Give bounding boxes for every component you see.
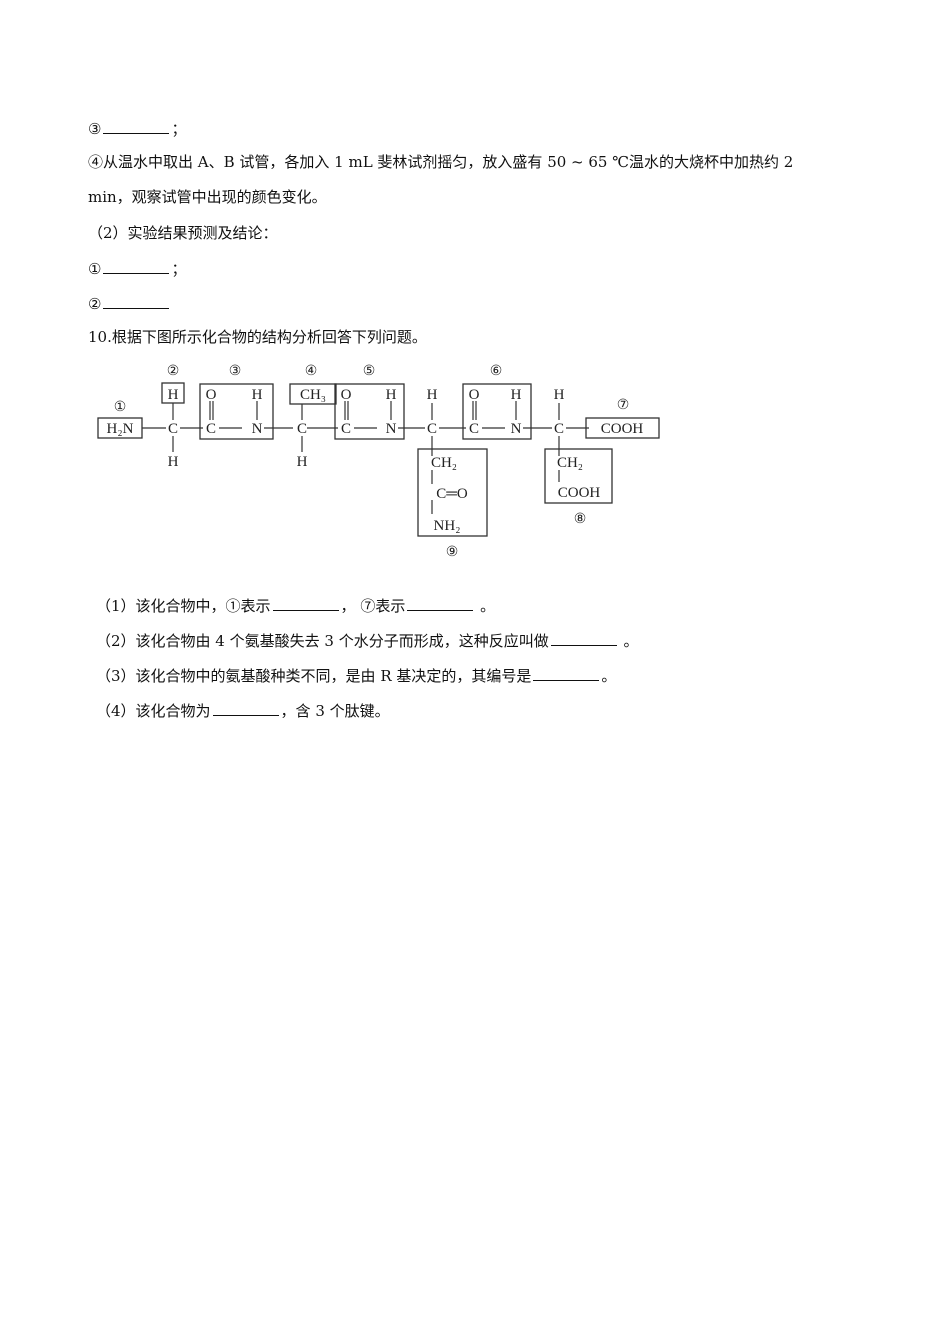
atom-o: O xyxy=(341,387,352,403)
answer-blank[interactable] xyxy=(103,118,170,134)
atom-h: H xyxy=(511,387,522,403)
atom-h: H xyxy=(168,387,179,403)
atom-n: N xyxy=(252,421,263,437)
label-5: ⑤ xyxy=(363,364,376,379)
label-7: ⑦ xyxy=(617,398,630,413)
atom-c: C xyxy=(297,421,307,437)
atom-n: N xyxy=(511,421,522,437)
box-r-group-4 xyxy=(544,448,613,504)
result2-prefix: ② xyxy=(88,295,102,313)
label-1: ① xyxy=(114,400,127,415)
atom-c: C xyxy=(206,421,216,437)
box-r-group-2 xyxy=(289,383,337,405)
box-r-group-3 xyxy=(417,448,488,537)
label-2: ② xyxy=(167,364,180,379)
q1-text-a: （1）该化合物中，①表示 xyxy=(96,597,271,615)
q3-text-b: 。 xyxy=(601,667,617,685)
atom-ch3: CH₃ xyxy=(300,387,326,403)
question-10-4: （4）该化合物为 ，含 3 个肽键。 xyxy=(96,700,390,721)
answer-blank[interactable] xyxy=(272,595,339,611)
q1-text-c: 。 xyxy=(475,597,496,615)
q4-text-b: ，含 3 个肽键。 xyxy=(280,702,390,720)
atom-c-double-o: C═O xyxy=(436,486,468,502)
atom-ch2: CH₂ xyxy=(431,455,457,471)
answer-blank[interactable] xyxy=(212,700,279,716)
q3-text-a: （3）该化合物中的氨基酸种类不同，是由 R 基决定的，其编号是 xyxy=(96,667,532,685)
answer-blank[interactable] xyxy=(103,293,170,309)
result1-suffix: ； xyxy=(171,260,187,278)
result1-prefix: ① xyxy=(88,260,102,278)
label-4: ④ xyxy=(305,364,318,379)
atom-n: N xyxy=(386,421,397,437)
line-result1: ①； xyxy=(88,258,186,279)
atom-h: H xyxy=(252,387,263,403)
box-peptide-bond-2 xyxy=(334,383,405,440)
answer-blank[interactable] xyxy=(407,595,474,611)
line-step4: ④从温水中取出 A、B 试管，各加入 1 mL 斐林试剂摇匀，放入盛有 50 ~… xyxy=(88,153,794,171)
label-8: ⑧ xyxy=(574,512,587,527)
atom-nh2: NH₂ xyxy=(434,518,461,534)
answer-blank[interactable] xyxy=(103,258,170,274)
answer-blank[interactable] xyxy=(550,630,617,646)
box-peptide-bond-1 xyxy=(199,383,274,440)
question-10-1: （1）该化合物中，①表示 ， ⑦表示 。 xyxy=(96,595,495,616)
answer-blank[interactable] xyxy=(533,665,600,681)
atom-c: C xyxy=(341,421,351,437)
atom-h: H xyxy=(554,387,565,403)
step3-prefix: ③ xyxy=(88,120,102,138)
line-results-heading: （2）实验结果预测及结论： xyxy=(88,224,278,242)
question-10-title: 10.根据下图所示化合物的结构分析回答下列问题。 xyxy=(88,328,427,346)
atom-o: O xyxy=(206,387,217,403)
atom-c: C xyxy=(554,421,564,437)
question-10-3: （3）该化合物中的氨基酸种类不同，是由 R 基决定的，其编号是 。 xyxy=(96,665,616,686)
atom-cooh: COOH xyxy=(558,485,601,501)
peptide-structure-diagram: ① ② ③ ④ ⑤ ⑥ ⑦ ⑧ ⑨ xyxy=(97,364,660,560)
bonds xyxy=(142,401,589,514)
atom-c: C xyxy=(168,421,178,437)
atom-c: C xyxy=(469,421,479,437)
atom-h: H xyxy=(297,454,308,470)
q1-text-b: ， ⑦表示 xyxy=(340,597,406,615)
question-10-2: （2）该化合物由 4 个氨基酸失去 3 个水分子而形成，这种反应叫做 。 xyxy=(96,630,639,651)
atom-cooh: COOH xyxy=(601,421,644,437)
label-3: ③ xyxy=(229,364,242,379)
line-step3: ③； xyxy=(88,118,186,139)
label-6: ⑥ xyxy=(490,364,503,379)
atom-h: H xyxy=(168,454,179,470)
atom-o: O xyxy=(469,387,480,403)
q2-text-b: 。 xyxy=(618,632,639,650)
q2-text-a: （2）该化合物由 4 个氨基酸失去 3 个水分子而形成，这种反应叫做 xyxy=(96,632,549,650)
atom-ch2: CH₂ xyxy=(557,455,583,471)
label-9: ⑨ xyxy=(446,545,459,560)
q4-text-a: （4）该化合物为 xyxy=(96,702,211,720)
step3-suffix: ； xyxy=(171,120,187,138)
atom-h2n: H₂N xyxy=(107,421,134,437)
atom-h: H xyxy=(386,387,397,403)
line-step4-cont: min，观察试管中出现的颜色变化。 xyxy=(88,188,327,206)
atom-c: C xyxy=(427,421,437,437)
line-result2: ② xyxy=(88,293,171,314)
atom-h: H xyxy=(427,387,438,403)
box-peptide-bond-3 xyxy=(462,383,532,440)
